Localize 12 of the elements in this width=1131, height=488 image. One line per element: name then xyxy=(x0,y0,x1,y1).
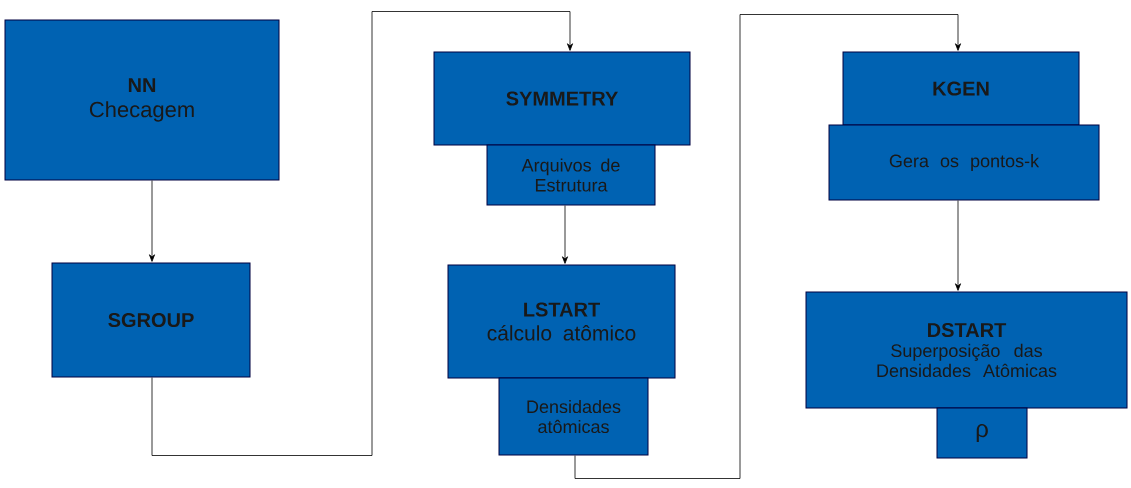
arrow xyxy=(562,205,568,264)
arrow xyxy=(955,200,961,291)
process-box: NN Checagem xyxy=(4,19,280,181)
process-box: KGEN xyxy=(842,51,1080,126)
output-box: Gera os pontos-k xyxy=(828,124,1100,201)
output-box: ρ xyxy=(936,407,1028,459)
arrow xyxy=(149,180,155,262)
arrow xyxy=(574,14,961,479)
output-box: Densidades atômicas xyxy=(498,377,649,456)
output-box: Arquivos de Estrutura xyxy=(486,144,656,206)
process-box: SGROUP xyxy=(51,262,251,378)
arrow xyxy=(151,11,573,456)
